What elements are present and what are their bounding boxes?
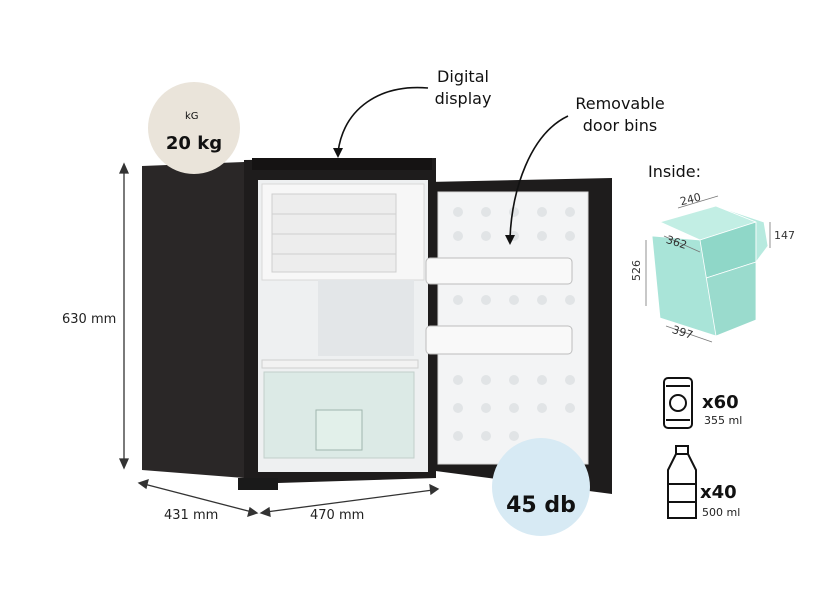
weight-icon-text: kG [185, 111, 199, 122]
noise-badge: 45 db [492, 438, 590, 536]
height-dimension-label: 630 mm [62, 312, 117, 327]
inside-capacity-cube [651, 205, 769, 337]
can-icon [663, 377, 693, 429]
door-bins-label-line1: Removable [575, 94, 665, 113]
depth-dimension-line [137, 479, 259, 517]
cube-step-label: 147 [774, 229, 795, 242]
inside-title: Inside: [648, 162, 702, 181]
bottles-volume: 500 ml [702, 506, 741, 519]
cube-dimension-lines [645, 195, 771, 343]
depth-dimension-label: 431 mm [164, 508, 219, 523]
bottles-count: x40 [700, 482, 737, 503]
weight-value: 20 kg [165, 132, 223, 154]
door-bins-callout-arrow [505, 115, 569, 245]
digital-display-label-line2: display [434, 89, 492, 108]
digital-display-label: Digital display [418, 66, 508, 110]
cans-volume: 355 ml [704, 414, 743, 427]
digital-display-label-line1: Digital [437, 67, 489, 86]
noise-value: 45 db [506, 492, 576, 518]
cube-height-label: 526 [630, 260, 643, 281]
door-bins-label-line2: door bins [582, 116, 658, 135]
width-dimension-label: 470 mm [310, 508, 365, 523]
width-dimension-line [259, 483, 440, 517]
cans-count: x60 [702, 392, 739, 413]
weight-badge: 20 kg [148, 82, 240, 174]
door-bins-label: Removable door bins [560, 93, 680, 137]
bottle-icon [667, 445, 697, 519]
fridge-body [142, 158, 436, 490]
height-dimension-line [118, 162, 130, 470]
display-callout-arrow [333, 86, 429, 158]
